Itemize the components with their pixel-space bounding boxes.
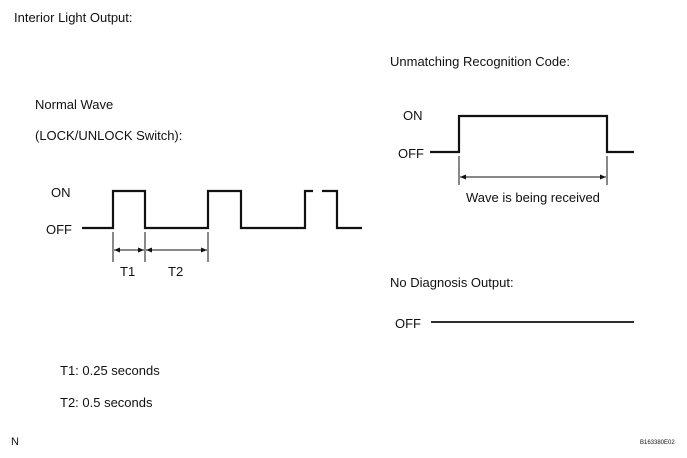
normal-wave-heading: Normal Wave xyxy=(35,97,114,112)
normal-wave-signal-continued xyxy=(322,189,362,230)
normal-wave-subheading: (LOCK/UNLOCK Switch): xyxy=(35,128,183,143)
unmatching-heading: Unmatching Recognition Code: xyxy=(390,54,570,69)
receive-arrow-left xyxy=(460,174,466,180)
page-title: Interior Light Output: xyxy=(14,10,133,25)
t1-arrow-left xyxy=(114,247,120,253)
t1-label: T1 xyxy=(120,264,136,279)
t2-label: T2 xyxy=(168,264,184,279)
unmatching-off-label: OFF xyxy=(398,146,424,161)
receiving-caption: Wave is being received xyxy=(466,190,600,205)
receive-arrow-right xyxy=(600,174,606,180)
unmatching-on-label: ON xyxy=(403,108,423,123)
t2-arrow-left xyxy=(146,247,152,253)
unmatching-wave-signal xyxy=(430,114,634,154)
figure-code: B163380E02 xyxy=(640,440,675,446)
no-diagnosis-heading: No Diagnosis Output: xyxy=(390,275,514,290)
t2-note: T2: 0.5 seconds xyxy=(60,395,153,410)
t1-note: T1: 0.25 seconds xyxy=(60,363,160,378)
t1-arrow-right xyxy=(138,247,144,253)
normal-wave-off-label: OFF xyxy=(46,222,72,237)
footer-mark: N xyxy=(11,436,19,448)
t2-arrow-right xyxy=(201,247,207,253)
normal-wave-on-label: ON xyxy=(51,185,71,200)
no-diagnosis-off-label: OFF xyxy=(395,316,421,331)
normal-wave-signal xyxy=(82,189,313,230)
